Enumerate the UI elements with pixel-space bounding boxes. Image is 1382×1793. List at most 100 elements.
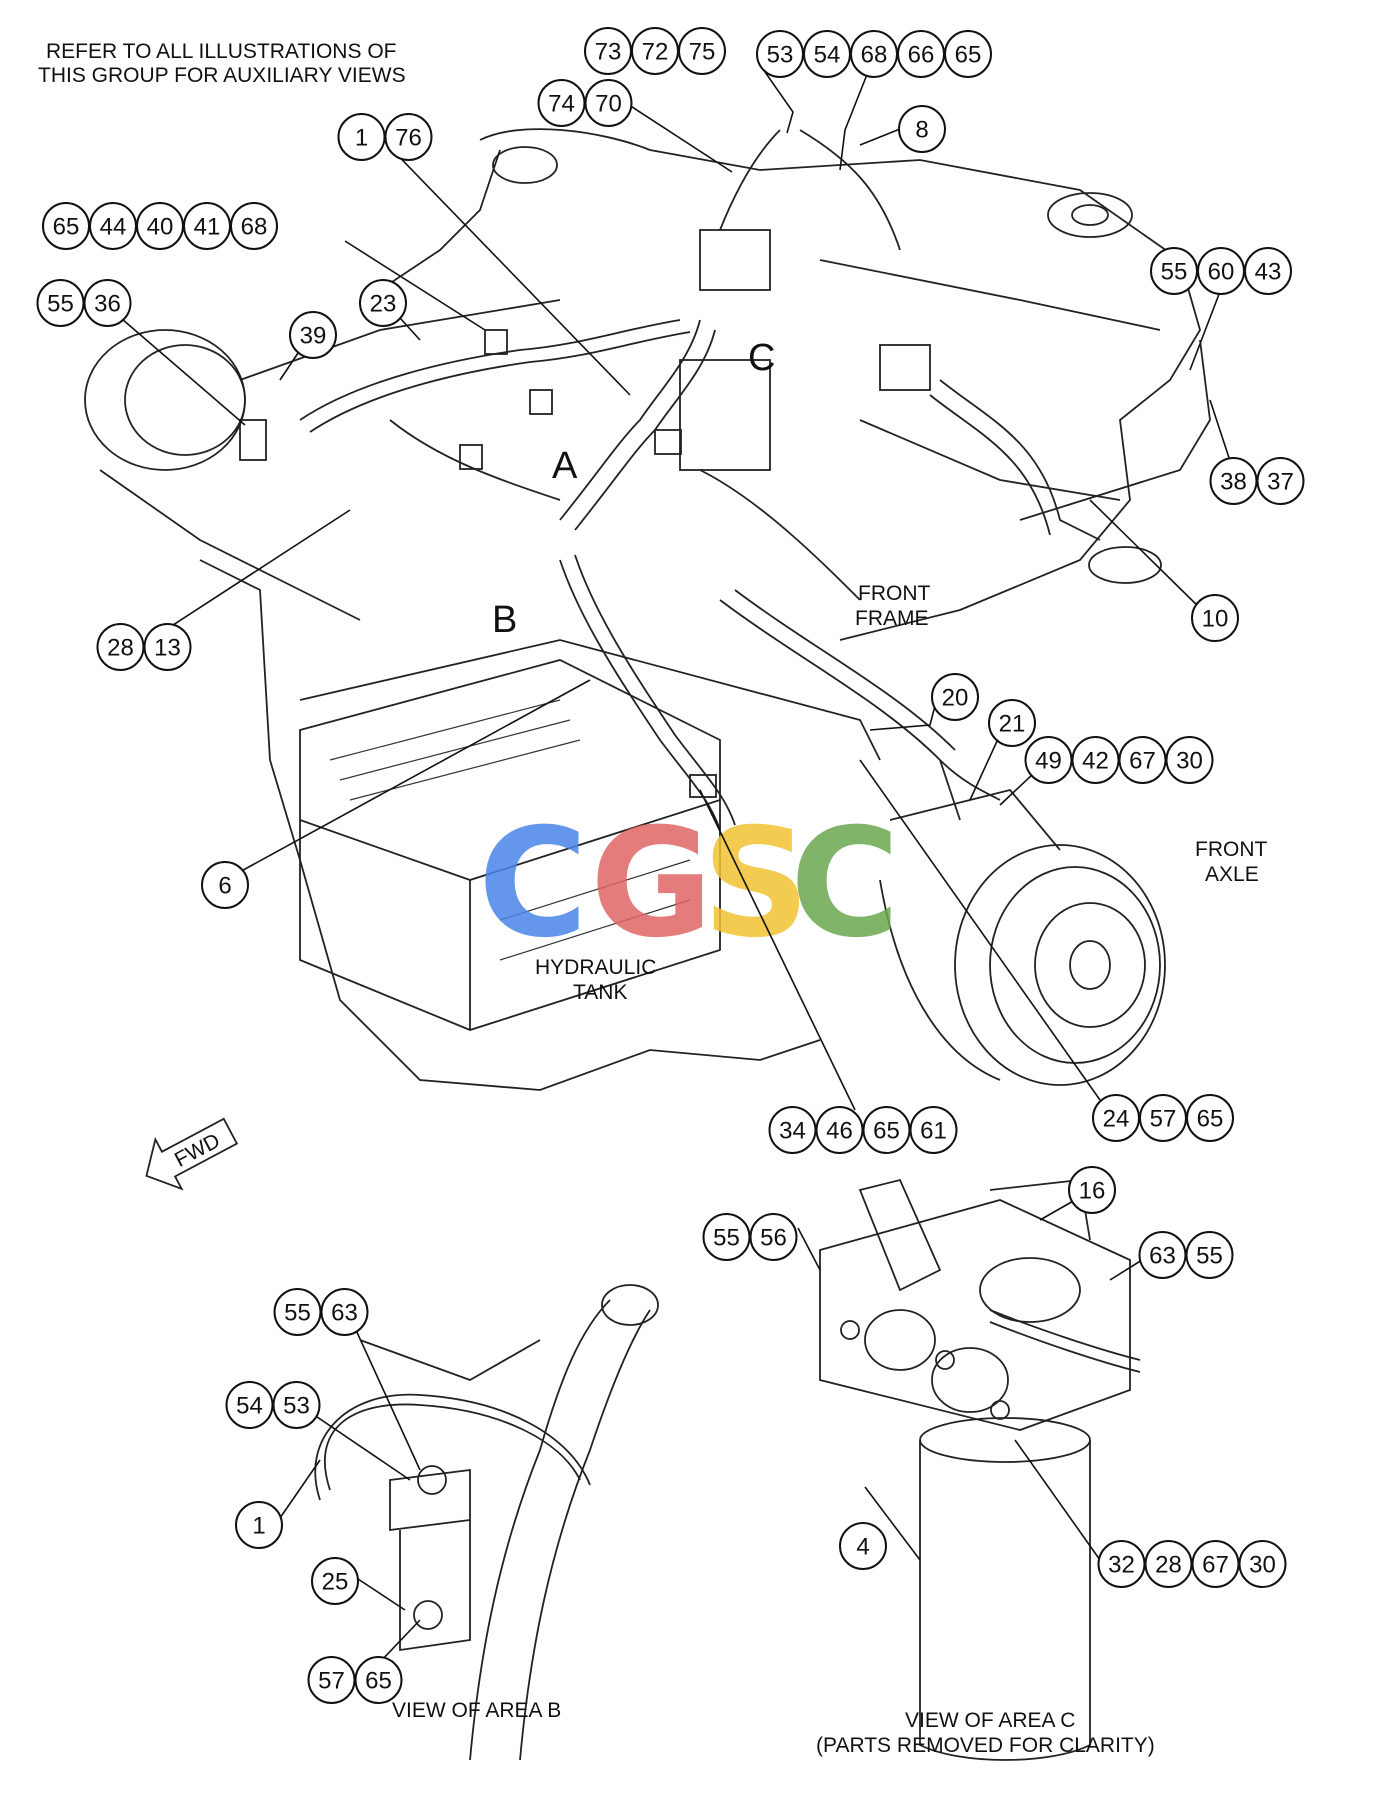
callout-group: 54 53 — [225, 1381, 321, 1429]
callout-group: 55 56 — [702, 1213, 798, 1261]
callout-group: 53 54 68 66 65 — [756, 30, 992, 78]
callout-number: 66 — [908, 42, 935, 69]
callout-bubble — [584, 79, 633, 127]
callout-number: 39 — [300, 323, 327, 350]
callout-number: 16 — [1079, 1178, 1106, 1205]
callout-number: 68 — [861, 42, 888, 69]
callout-number: 37 — [1267, 469, 1294, 496]
callout-number: 74 — [548, 91, 575, 118]
hydraulic-tank-label-1: HYDRAULIC — [535, 956, 656, 979]
cgsc-watermark: C G S C — [478, 797, 900, 971]
callout-number: 40 — [147, 214, 174, 241]
callout-group: 6 — [201, 861, 249, 909]
callout-bubble — [909, 1106, 958, 1154]
callout-bubble — [384, 113, 433, 161]
callout-number: 65 — [1197, 1106, 1224, 1133]
callout-bubble — [1244, 247, 1292, 295]
callout-number: 68 — [241, 214, 268, 241]
callout-number: 53 — [767, 42, 794, 69]
callout-number: 4 — [856, 1534, 869, 1561]
callout-group: 38 37 — [1209, 457, 1305, 505]
callout-number: 55 — [1196, 1243, 1223, 1270]
callout-number: 21 — [999, 711, 1026, 738]
refer-note-line2: THIS GROUP FOR AUXILIARY VIEWS — [38, 64, 406, 87]
callout-number: 63 — [331, 1300, 358, 1327]
hydraulic-tank-label-2: TANK — [573, 981, 627, 1004]
callout-bubble — [201, 861, 249, 909]
callout-group: 57 65 — [307, 1656, 403, 1704]
callout-number: 73 — [595, 39, 622, 66]
callout-number: 23 — [370, 291, 397, 318]
callout-number: 10 — [1202, 606, 1229, 633]
callout-number: 34 — [779, 1118, 806, 1145]
callout-bubble — [749, 1213, 798, 1261]
view-area-c-caption-1: VIEW OF AREA C — [905, 1709, 1075, 1732]
callout-number: 20 — [942, 685, 969, 712]
area-b-label: B — [492, 599, 517, 641]
callout-bubble — [289, 311, 337, 359]
callout-number: 65 — [873, 1118, 900, 1145]
callout-bubble — [1165, 736, 1214, 784]
callout-group: 1 — [235, 1501, 283, 1549]
callout-number: 38 — [1220, 469, 1247, 496]
callout-number: 67 — [1202, 1552, 1229, 1579]
callout-number: 65 — [53, 214, 80, 241]
callout-number: 55 — [713, 1225, 740, 1252]
callout-bubble — [988, 699, 1036, 747]
callout-group: 74 70 — [537, 79, 633, 127]
callout-number: 36 — [94, 291, 121, 318]
callout-number: 54 — [236, 1393, 263, 1420]
callout-number: 42 — [1082, 748, 1109, 775]
callout-bubble — [1191, 594, 1239, 642]
callout-bubble — [839, 1522, 887, 1570]
watermark-letter: C — [790, 797, 900, 971]
callout-number: 57 — [1150, 1106, 1177, 1133]
callout-group: 20 — [931, 673, 979, 721]
callout-number: 56 — [760, 1225, 787, 1252]
callout-bubble — [898, 105, 946, 153]
front-axle-label-2: AXLE — [1205, 863, 1259, 886]
callout-number: 72 — [642, 39, 669, 66]
callout-group: 16 — [1068, 1166, 1116, 1214]
callout-number: 54 — [814, 42, 841, 69]
callout-number: 43 — [1255, 259, 1282, 286]
main-assembly-drawing — [84, 128, 1211, 1091]
callout-number: 63 — [1149, 1243, 1176, 1270]
watermark-letter: C — [478, 797, 588, 971]
callout-bubble — [944, 30, 992, 78]
callout-bubble — [1186, 1094, 1234, 1142]
callout-bubble — [1256, 457, 1305, 505]
callout-number: 70 — [595, 91, 622, 118]
callout-number: 57 — [318, 1668, 345, 1695]
callout-number: 1 — [252, 1513, 265, 1540]
callout-number: 44 — [100, 214, 127, 241]
callout-number: 53 — [283, 1393, 310, 1420]
callout-number: 76 — [395, 125, 422, 152]
callout-number: 8 — [915, 117, 928, 144]
callout-bubble — [354, 1656, 403, 1704]
area-b-detail-drawing — [314, 1284, 659, 1761]
callout-bubble — [1185, 1231, 1234, 1279]
callout-number: 46 — [826, 1118, 853, 1145]
callout-number: 25 — [322, 1569, 349, 1596]
callout-group: 8 — [898, 105, 946, 153]
callout-group: 39 — [289, 311, 337, 359]
front-axle-label-1: FRONT — [1195, 838, 1267, 861]
callout-group: 10 — [1191, 594, 1239, 642]
callout-bubble — [235, 1501, 283, 1549]
refer-note-line1: REFER TO ALL ILLUSTRATIONS OF — [46, 40, 396, 63]
callout-number: 65 — [955, 42, 982, 69]
callout-number: 65 — [365, 1668, 392, 1695]
callout-number: 67 — [1129, 748, 1156, 775]
front-frame-label-2: FRAME — [855, 607, 929, 630]
